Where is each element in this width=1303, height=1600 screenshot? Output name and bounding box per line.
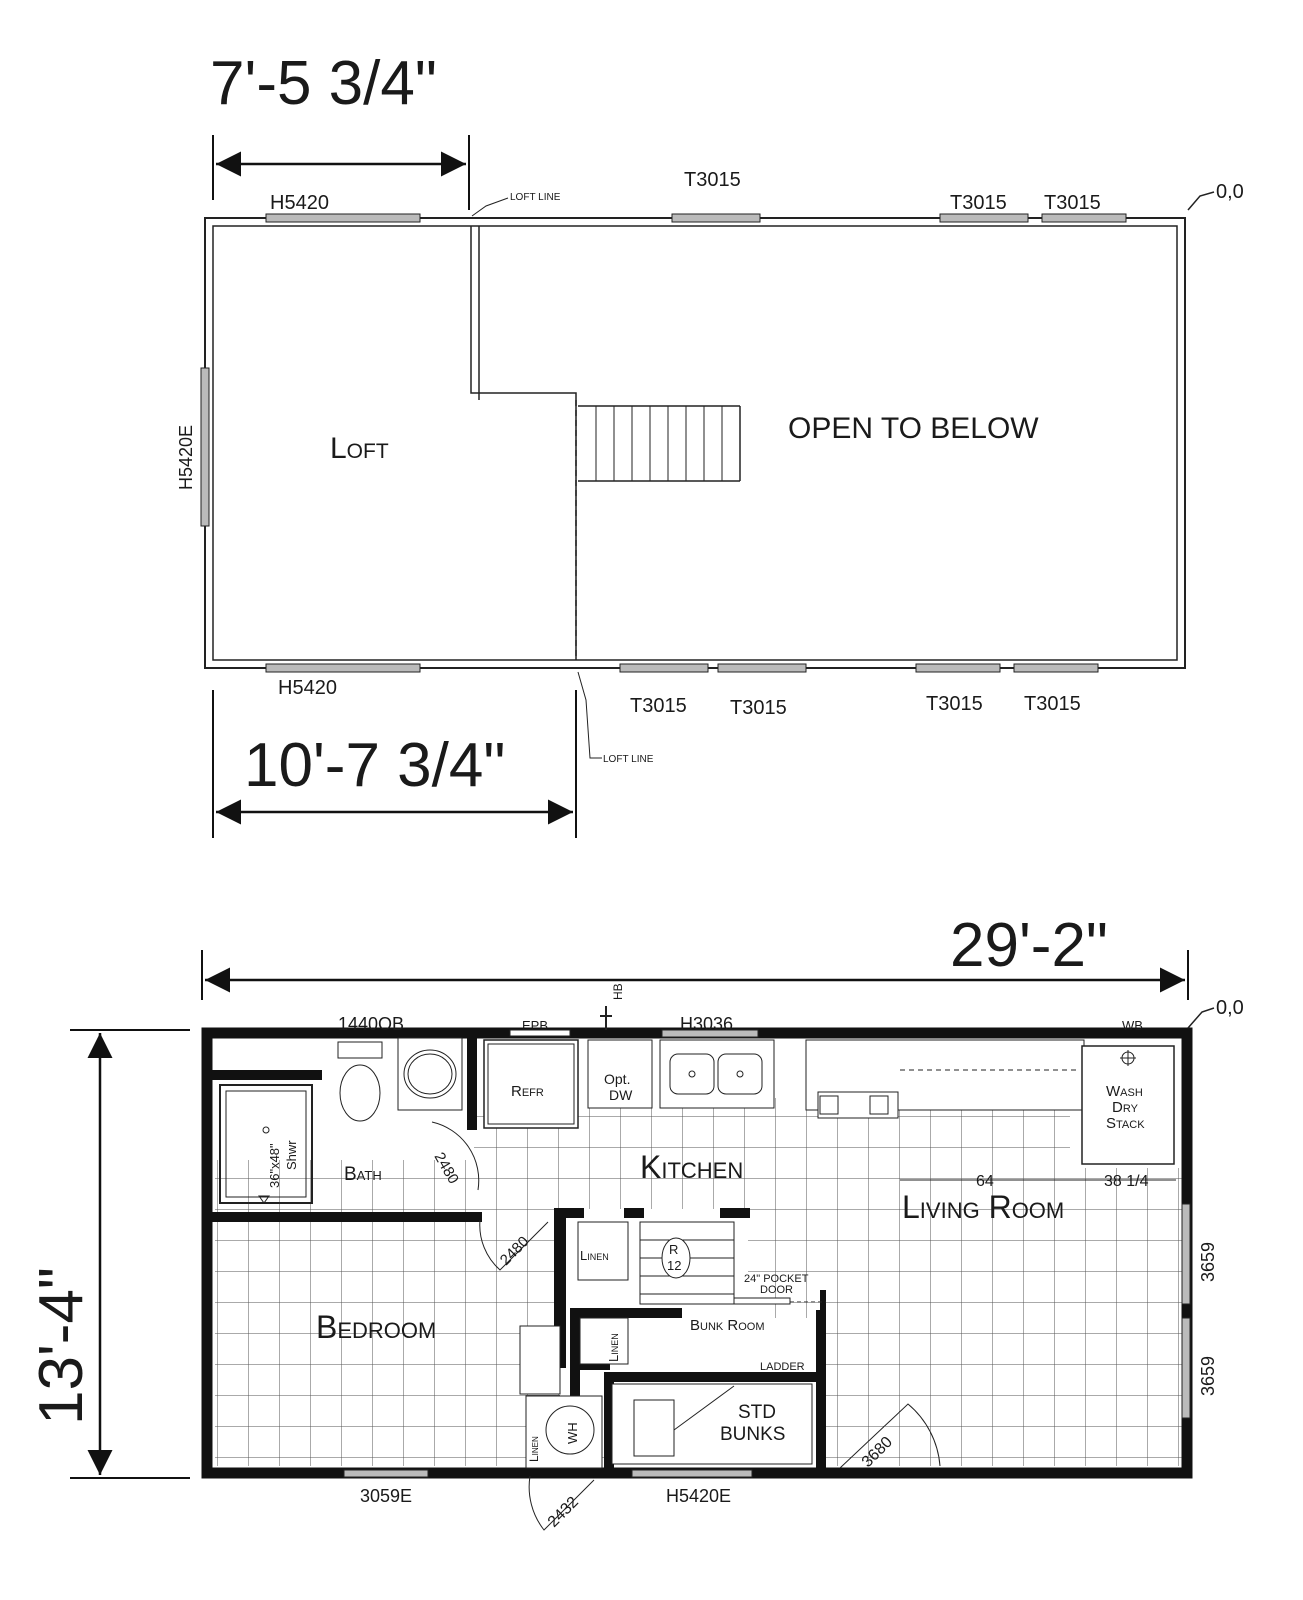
window-label: H5420 [270, 192, 329, 214]
window [1181, 1203, 1191, 1305]
window [939, 213, 1029, 223]
pocket-door-label: DOOR [760, 1284, 793, 1296]
window-label: T3015 [630, 695, 687, 717]
linen-closet [577, 1221, 629, 1281]
door-swing [528, 1475, 595, 1531]
window [265, 663, 421, 673]
dry-label: Dry [1112, 1099, 1139, 1116]
window [1013, 663, 1099, 673]
window [1041, 213, 1127, 223]
window [717, 663, 807, 673]
toilet-icon [339, 1064, 381, 1122]
std-label: STD [738, 1402, 776, 1423]
linen-label: Linen [580, 1248, 609, 1263]
room-label-kitchen: Kitchen [640, 1149, 743, 1185]
burner-icon [869, 1095, 889, 1115]
loft-line-label: LOFT LINE [510, 192, 561, 203]
refrigerator-label: Refr [511, 1083, 544, 1100]
loft-bottom-dimension-label: 10'-7 3/4" [244, 731, 505, 800]
r12-number: 12 [667, 1258, 681, 1273]
shower [219, 1084, 313, 1204]
refrigerator [483, 1039, 579, 1129]
linen-closet [579, 1317, 629, 1365]
window-label: H5420E [666, 1486, 731, 1506]
wb-label: WB [1122, 1018, 1143, 1033]
window-label: T3015 [730, 697, 787, 719]
epb-label: EPB [522, 1018, 548, 1033]
window-label: T3015 [950, 192, 1007, 214]
loft-edge [470, 226, 577, 660]
door-label: 2432 [545, 1494, 582, 1531]
room-label-living-room: Living Room [902, 1189, 1064, 1225]
window-label: 1440OB [338, 1014, 404, 1034]
room-label-bunk-room: Bunk Room [690, 1317, 765, 1334]
window-label: 3059E [360, 1486, 412, 1506]
bunk-beds [611, 1383, 813, 1465]
room-label-bath: Bath [344, 1164, 382, 1185]
shower-label: Shwr [284, 1140, 299, 1170]
window-label: T3015 [1024, 693, 1081, 715]
window [915, 663, 1001, 673]
pocket-door-label: 24" POCKET [744, 1273, 809, 1285]
water-heater-label: WH [565, 1422, 580, 1444]
origin-label: 0,0 [1216, 997, 1244, 1019]
dishwasher-label: DW [609, 1087, 633, 1103]
window-label: T3015 [926, 693, 983, 715]
window [343, 1469, 429, 1478]
pillow [633, 1399, 675, 1457]
water-heater [545, 1405, 595, 1455]
hb-label: HB [611, 983, 625, 1000]
closet [519, 1325, 561, 1395]
dishwasher [587, 1039, 653, 1109]
ladder-label: LADDER [760, 1361, 805, 1373]
wash-label: Wash [1106, 1083, 1143, 1100]
dimension-38: 38 1/4 [1104, 1173, 1149, 1190]
loft-plan: 7'-5 3/4" [176, 49, 1244, 838]
window-label: T3015 [684, 169, 741, 191]
r12-label: R [669, 1242, 678, 1257]
depth-dimension-label: 13'-4" [27, 1267, 96, 1425]
door-swing [479, 1219, 549, 1271]
toilet-tank [337, 1041, 383, 1059]
window [619, 663, 709, 673]
room-label-bedroom: Bedroom [316, 1309, 436, 1345]
loft-line-label: LOFT LINE [603, 754, 654, 765]
window [200, 367, 210, 527]
entry-door-swing [839, 1403, 941, 1469]
stairs [639, 1221, 735, 1305]
r12-marker [661, 1237, 691, 1279]
window-label: H3036 [680, 1014, 733, 1034]
linen-label: Linen [606, 1333, 621, 1362]
linen-label: Linen [527, 1436, 541, 1462]
window-label: 3659 [1198, 1356, 1218, 1396]
window [661, 1029, 759, 1038]
loft-top-dimension-label: 7'-5 3/4" [210, 49, 437, 118]
kitchen-sink [659, 1039, 775, 1109]
burner-icon [819, 1095, 839, 1115]
window-label: 3659 [1198, 1242, 1218, 1282]
window [671, 213, 761, 223]
shower-size-label: 36"x48" [267, 1143, 282, 1188]
width-dimension-label: 29'-2" [950, 911, 1108, 980]
door-swing [431, 1121, 480, 1191]
open-to-below-label: OPEN TO BELOW [788, 412, 1039, 445]
dishwasher-opt-label: Opt. [604, 1071, 630, 1087]
loft-inner-wall [212, 225, 1178, 661]
window [265, 213, 421, 223]
dimension-64: 64 [976, 1173, 994, 1190]
linen-closet [525, 1395, 603, 1469]
window-label: T3015 [1044, 192, 1101, 214]
loft-stairs [578, 405, 741, 482]
window-label: H5420 [278, 677, 337, 699]
origin-label: 0,0 [1216, 181, 1244, 203]
room-label-loft: Loft [330, 432, 389, 465]
stack-label: Stack [1106, 1115, 1145, 1132]
bunks-label: BUNKS [720, 1424, 785, 1445]
window-label: H5420E [176, 425, 196, 490]
main-floor-plan: 29'-2" 13'-4" [27, 911, 1244, 1531]
window [631, 1469, 753, 1478]
window [1181, 1317, 1191, 1419]
sink-icon [403, 1049, 457, 1099]
